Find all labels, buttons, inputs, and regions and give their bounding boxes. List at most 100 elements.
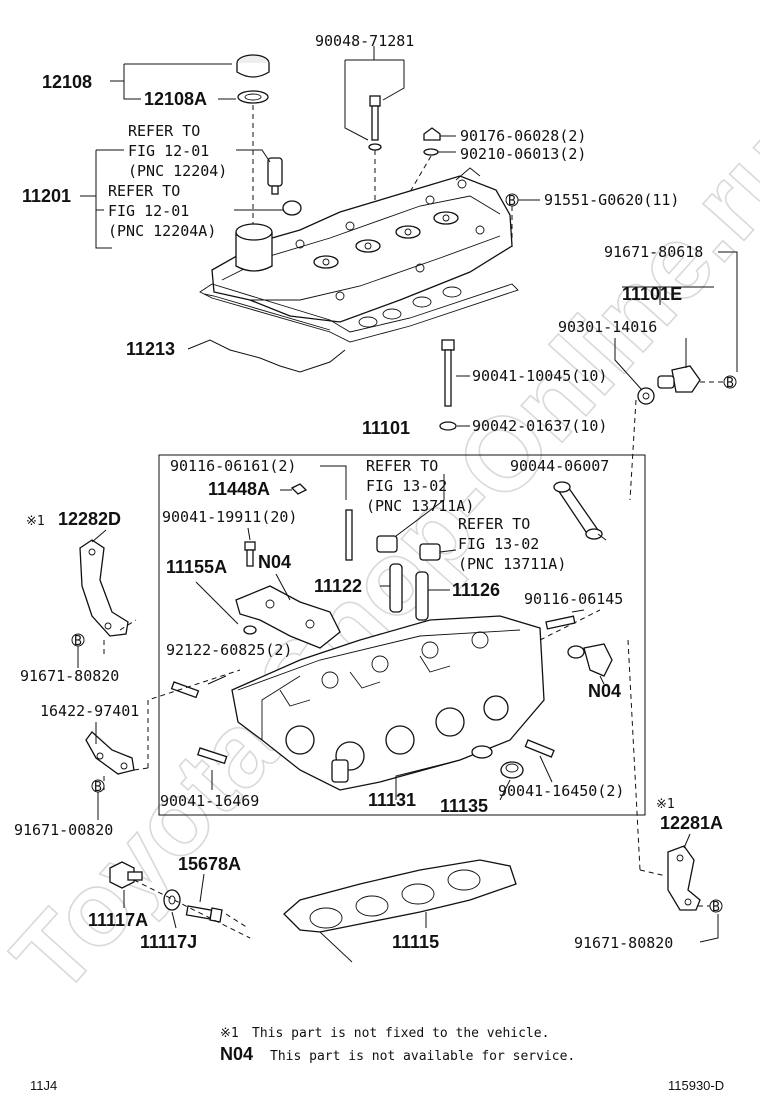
ref-fig-12-01-a-line1: REFER TO bbox=[128, 122, 200, 140]
ventilation-fitting bbox=[282, 200, 302, 216]
oil-filler-cap bbox=[236, 54, 270, 104]
mark-1-right: ※1 bbox=[656, 797, 675, 812]
label-92122-60825: 92122-60825(2) bbox=[166, 641, 292, 659]
label-11135: 11135 bbox=[440, 796, 488, 816]
oil-pressure-switch bbox=[109, 861, 143, 889]
label-90301-14016: 90301-14016 bbox=[558, 318, 657, 336]
bracket-16422 bbox=[85, 731, 135, 775]
footer-page-code: 11J4 bbox=[30, 1078, 57, 1093]
label-90116-06145: 90116-06145 bbox=[524, 590, 623, 608]
svg-text:B: B bbox=[508, 194, 516, 209]
plug-11135 bbox=[500, 761, 524, 779]
ref-fig-12-01-a-line2: FIG 12-01 bbox=[128, 142, 209, 160]
cylinder-head-cover bbox=[211, 167, 513, 323]
label-90042-01637: 90042-01637(10) bbox=[472, 417, 607, 435]
label-12282D: 12282D bbox=[58, 509, 121, 529]
svg-text:B: B bbox=[74, 634, 82, 649]
label-90041-16469: 90041-16469 bbox=[160, 792, 259, 810]
ref-fig-13-02-a-line3: (PNC 13711A) bbox=[366, 497, 474, 515]
bracket-bolt bbox=[244, 541, 256, 567]
legend-mark1-text: This part is not fixed to the vehicle. bbox=[252, 1026, 549, 1041]
cover-bolt bbox=[368, 95, 382, 151]
label-91671-80820-a: 91671-80820 bbox=[20, 667, 119, 685]
label-12281A: 12281A bbox=[660, 813, 723, 833]
ref-fig-13-02-a-line2: FIG 13-02 bbox=[366, 477, 447, 495]
marker-b-2: B bbox=[723, 375, 737, 391]
legend-mark1-symbol: ※1 bbox=[220, 1026, 239, 1041]
washer-11117J bbox=[163, 889, 181, 911]
water-outlet bbox=[567, 643, 613, 677]
label-n04-b: N04 bbox=[588, 681, 621, 701]
spark-plug-tube-gaskets bbox=[358, 286, 462, 328]
cam-position-sensor bbox=[637, 365, 701, 405]
plug-11131 bbox=[471, 745, 493, 759]
engine-hanger-12281A bbox=[667, 845, 701, 911]
mark-1-left: ※1 bbox=[26, 514, 45, 529]
label-90041-10045: 90041-10045(10) bbox=[472, 367, 607, 385]
label-11101: 11101 bbox=[362, 418, 410, 438]
label-11126: 11126 bbox=[452, 580, 500, 600]
label-91671-00820: 91671-00820 bbox=[14, 821, 113, 839]
svg-text:B: B bbox=[94, 780, 102, 795]
stud-bolt bbox=[345, 509, 353, 561]
legend-n04-text: This part is not available for service. bbox=[270, 1049, 575, 1064]
label-91551-G0620: 91551-G0620(11) bbox=[544, 191, 679, 209]
ref-fig-12-01-b-line3: (PNC 12204A) bbox=[108, 222, 216, 240]
svg-text:B: B bbox=[726, 376, 734, 391]
pcv-valve bbox=[267, 157, 283, 195]
valve-guide-exhaust bbox=[415, 571, 429, 621]
valve-lifter-left bbox=[376, 535, 398, 553]
ref-fig-12-01-b-line1: REFER TO bbox=[108, 182, 180, 200]
ref-fig-12-01-a-line3: (PNC 12204) bbox=[128, 162, 227, 180]
camshaft-bearing-cap bbox=[235, 585, 341, 649]
ref-fig-13-02-a-line1: REFER TO bbox=[366, 457, 438, 475]
label-12108A: 12108A bbox=[144, 89, 207, 109]
water-bypass-pipe bbox=[553, 481, 603, 540]
stud-90041-16469 bbox=[197, 747, 228, 765]
label-90044-06007: 90044-06007 bbox=[510, 457, 609, 475]
engine-hanger-12282D bbox=[79, 539, 129, 637]
label-11201: 11201 bbox=[22, 186, 71, 206]
label-90116-06161: 90116-06161(2) bbox=[170, 457, 296, 475]
ref-fig-13-02-b-line3: (PNC 13711A) bbox=[458, 555, 566, 573]
label-11213: 11213 bbox=[126, 339, 175, 359]
footer-figure-id: 115930-D bbox=[668, 1078, 724, 1093]
label-16422-97401: 16422-97401 bbox=[40, 702, 139, 720]
valve-lifter-right bbox=[419, 543, 441, 561]
label-90041-19911: 90041-19911(20) bbox=[162, 508, 297, 526]
label-91671-80618: 91671-80618 bbox=[604, 243, 703, 261]
legend-n04-symbol: N04 bbox=[220, 1044, 253, 1064]
label-11117J: 11117J bbox=[140, 932, 197, 952]
cylinder-head bbox=[231, 615, 545, 791]
label-15678A: 15678A bbox=[178, 854, 241, 874]
stud-90041-16450 bbox=[524, 739, 555, 758]
label-11115: 11115 bbox=[392, 932, 439, 952]
label-91671-80820-b: 91671-80820 bbox=[574, 934, 673, 952]
label-11448A: 11448A bbox=[208, 479, 270, 499]
label-11155A: 11155A bbox=[166, 557, 227, 577]
label-90041-16450: 90041-16450(2) bbox=[498, 782, 624, 800]
stud-90116-06145 bbox=[545, 615, 576, 630]
head-cover-gasket bbox=[199, 283, 519, 343]
label-n04-a: N04 bbox=[258, 552, 291, 572]
label-11122: 11122 bbox=[314, 576, 362, 596]
label-11101E: 11101E bbox=[622, 284, 682, 304]
plug-11448A bbox=[290, 483, 308, 495]
label-12108: 12108 bbox=[42, 72, 92, 92]
head-bolt bbox=[439, 339, 457, 431]
valve-guide-intake bbox=[389, 563, 403, 613]
ref-fig-13-02-b-line2: FIG 13-02 bbox=[458, 535, 539, 553]
ref-fig-12-01-b-line2: FIG 12-01 bbox=[108, 202, 189, 220]
svg-text:B: B bbox=[712, 900, 720, 915]
cylinder-head-gasket bbox=[283, 859, 517, 963]
label-11131: 11131 bbox=[368, 790, 416, 810]
label-90210-06013: 90210-06013(2) bbox=[460, 145, 586, 163]
label-11117A: 11117A bbox=[88, 910, 148, 930]
ref-fig-13-02-b-line1: REFER TO bbox=[458, 515, 530, 533]
label-90176-06028: 90176-06028(2) bbox=[460, 127, 586, 145]
stud-92122 bbox=[170, 681, 200, 699]
marker-b-5: B bbox=[709, 899, 723, 915]
cover-nut bbox=[423, 127, 441, 156]
